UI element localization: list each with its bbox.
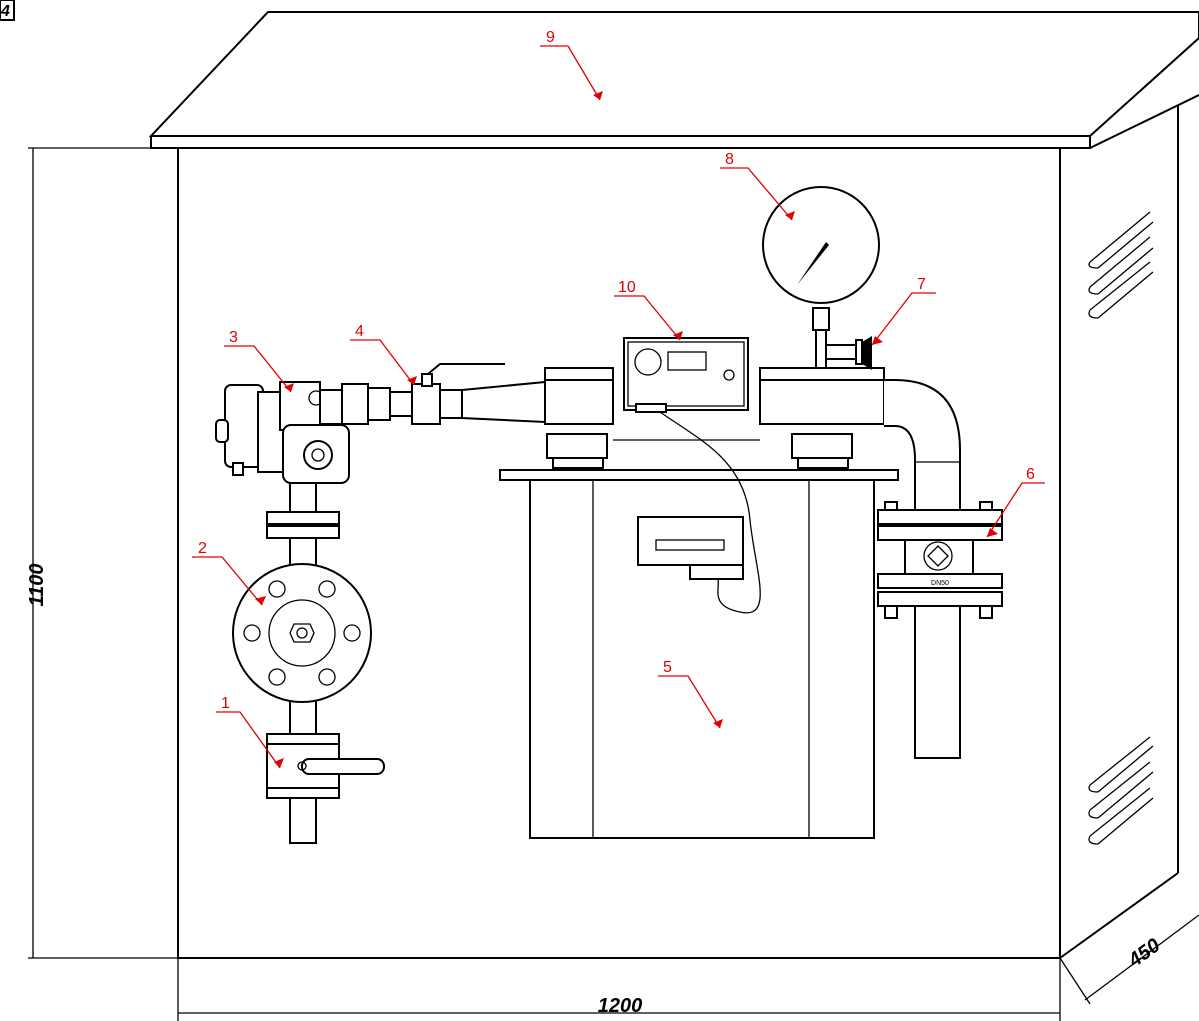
dimension-depth: 450 bbox=[1059, 914, 1199, 1005]
valve-dn-label: DN50 bbox=[931, 580, 949, 587]
corner-mark-text: 4 bbox=[0, 3, 10, 20]
callout-5-text: 5 bbox=[663, 659, 672, 676]
ball-valve-top bbox=[341, 363, 505, 425]
inlet-pipe bbox=[289, 481, 317, 844]
vent-upper bbox=[1088, 211, 1154, 319]
filter-flange bbox=[232, 563, 372, 703]
outlet-elbow bbox=[884, 379, 961, 759]
ball-valve-bottom bbox=[266, 733, 385, 799]
needle-valve bbox=[825, 336, 872, 370]
callout-9-text: 9 bbox=[546, 29, 555, 46]
callout-8-text: 8 bbox=[725, 151, 734, 168]
callout-8: 8 bbox=[720, 151, 795, 221]
callout-7: 7 bbox=[871, 276, 936, 346]
callout-4-text: 4 bbox=[355, 323, 364, 340]
callout-6-text: 6 bbox=[1026, 466, 1035, 483]
flanged-valve: DN50 bbox=[877, 501, 1003, 619]
vent-lower bbox=[1088, 736, 1154, 845]
pressure-regulator bbox=[215, 381, 350, 484]
volume-corrector bbox=[623, 337, 761, 614]
width-label: 1200 bbox=[598, 995, 643, 1017]
callout-6: 6 bbox=[986, 466, 1045, 538]
callout-7-text: 7 bbox=[917, 276, 926, 293]
callout-2-text: 2 bbox=[198, 540, 207, 557]
callout-10: 10 bbox=[614, 279, 683, 341]
flange-pair bbox=[266, 511, 340, 539]
callout-1: 1 bbox=[216, 695, 284, 769]
callout-9: 9 bbox=[540, 29, 603, 101]
pressure-gauge bbox=[762, 186, 880, 369]
callout-4: 4 bbox=[350, 323, 417, 386]
dimension-height: 1100 bbox=[26, 147, 178, 959]
callout-1-text: 1 bbox=[221, 695, 230, 712]
callout-3-text: 3 bbox=[229, 329, 238, 346]
callout-10-text: 10 bbox=[618, 279, 636, 296]
height-label: 1100 bbox=[26, 563, 48, 606]
gas-meter bbox=[499, 367, 899, 839]
cabinet-roof bbox=[148, 11, 1199, 149]
reducer bbox=[461, 380, 546, 424]
callout-5: 5 bbox=[658, 659, 723, 729]
cabinet-body bbox=[177, 105, 1179, 959]
callout-3: 3 bbox=[224, 329, 294, 393]
valve-handle bbox=[301, 758, 385, 775]
dimension-width: 1200 bbox=[177, 958, 1061, 1021]
callout-2: 2 bbox=[192, 540, 266, 606]
corner-mark: 4 bbox=[0, 0, 15, 21]
